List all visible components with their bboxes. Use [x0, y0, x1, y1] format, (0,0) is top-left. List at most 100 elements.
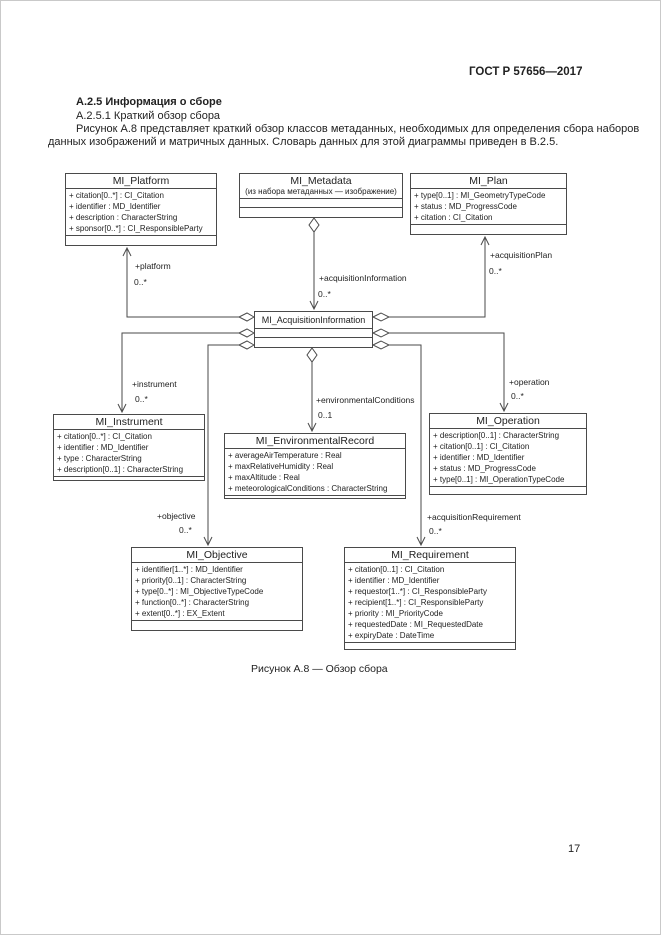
- uml-empty-compartment: [132, 620, 302, 630]
- uml-attribute: + requestor[1..*] : CI_ResponsibleParty: [348, 587, 487, 596]
- aggregation-diamond-icon: [371, 328, 391, 338]
- uml-attribute: + status : MD_ProgressCode: [433, 464, 536, 473]
- uml-attribute: + citation[0..*] : CI_Citation: [57, 432, 152, 441]
- uml-attribute: + priority : MI_PriorityCode: [348, 609, 443, 618]
- uml-attribute: + requestedDate : MI_RequestedDate: [348, 620, 483, 629]
- uml-attribute: + identifier : MD_Identifier: [433, 453, 525, 462]
- open-arrowhead-icon: [309, 300, 319, 311]
- uml-class-title: MI_Platform: [112, 175, 170, 187]
- document-header: ГОСТ Р 57656—2017: [469, 66, 583, 78]
- uml-class-mi-plan: MI_Plan + type[0..1] : MI_GeometryTypeCo…: [410, 173, 567, 235]
- uml-class-mi-requirement: MI_Requirement + citation[0..1] : CI_Cit…: [344, 547, 516, 650]
- edge-mult-platform: 0..*: [134, 277, 147, 287]
- edge-acquisition-information: [308, 217, 320, 311]
- uml-attribute: + averageAirTemperature : Real: [228, 451, 342, 460]
- open-arrowhead-icon: [307, 422, 317, 433]
- page-number: 17: [568, 843, 581, 855]
- paragraph-line: Рисунок А.8 представляет краткий обзор к…: [76, 123, 640, 135]
- edge-role-environmental-conditions: +environmentalConditions: [316, 395, 415, 405]
- uml-class-title-block: MI_Metadata (из набора метаданных — изоб…: [240, 174, 402, 198]
- uml-empty-compartment: [411, 224, 566, 234]
- uml-attributes: + citation[0..*] : CI_Citation + identif…: [66, 188, 216, 235]
- aggregation-diamond-icon: [371, 340, 391, 350]
- uml-class-mi-instrument: MI_Instrument + citation[0..*] : CI_Cita…: [53, 414, 205, 481]
- edge-acquisition-requirement: [371, 340, 426, 547]
- uml-class-title: MI_AcquisitionInformation: [261, 315, 366, 325]
- uml-attribute: + citation[0..*] : CI_Citation: [69, 191, 164, 200]
- uml-empty-compartment: [240, 207, 402, 217]
- edge-role-acquisition-plan: +acquisitionPlan: [490, 250, 553, 260]
- edge-role-objective: +objective: [157, 511, 196, 521]
- edge-mult-operation: 0..*: [511, 391, 524, 401]
- uml-class-mi-metadata: MI_Metadata (из набора метаданных — изоб…: [239, 173, 403, 218]
- subsection-heading: А.2.5.1 Краткий обзор сбора: [76, 110, 221, 122]
- edge-role-platform: +platform: [135, 261, 171, 271]
- uml-attribute: + citation[0..1] : CI_Citation: [433, 442, 530, 451]
- aggregation-diamond-icon: [371, 312, 391, 322]
- uml-attributes: + citation[0..1] : CI_Citation + identif…: [345, 562, 515, 642]
- uml-empty-compartment: [345, 642, 515, 649]
- edge-mult-acquisition-plan: 0..*: [489, 266, 502, 276]
- uml-attribute: + citation : CI_Citation: [414, 213, 493, 222]
- open-arrowhead-icon: [499, 402, 509, 413]
- uml-class-mi-platform: MI_Platform + citation[0..*] : CI_Citati…: [65, 173, 217, 246]
- uml-attribute: + expiryDate : DateTime: [348, 631, 435, 640]
- open-arrowhead-icon: [480, 235, 490, 246]
- uml-attribute: + type[0..*] : MI_ObjectiveTypeCode: [135, 587, 264, 596]
- uml-empty-compartment: [225, 495, 405, 498]
- uml-empty-compartment: [54, 476, 204, 480]
- uml-attributes: + citation[0..*] : CI_Citation + identif…: [54, 429, 204, 476]
- open-arrowhead-icon: [416, 536, 426, 547]
- open-arrowhead-icon: [117, 403, 127, 414]
- uml-attributes: + type[0..1] : MI_GeometryTypeCode + sta…: [411, 188, 566, 224]
- uml-attribute: + type[0..1] : MI_GeometryTypeCode: [414, 191, 546, 200]
- uml-class-title: MI_EnvironmentalRecord: [255, 435, 375, 447]
- uml-attribute: + description : CharacterString: [69, 213, 178, 222]
- edge-objective: [203, 340, 256, 547]
- uml-empty-compartment: [430, 486, 586, 494]
- uml-attribute: + identifier[1..*] : MD_Identifier: [135, 565, 243, 574]
- uml-attribute: + identifier : MD_Identifier: [348, 576, 440, 585]
- uml-class-title: MI_Instrument: [95, 416, 163, 428]
- uml-attribute: + status : MD_ProgressCode: [414, 202, 517, 211]
- edge-role-instrument: +instrument: [132, 379, 177, 389]
- aggregation-diamond-icon: [237, 340, 256, 350]
- open-arrowhead-icon: [203, 536, 213, 547]
- uml-class-mi-acquisition-information: MI_AcquisitionInformation: [254, 311, 373, 348]
- aggregation-diamond-icon: [237, 312, 256, 322]
- edge-mult-environmental-conditions: 0..1: [318, 410, 333, 420]
- aggregation-diamond-icon: [306, 347, 318, 363]
- edge-instrument: [117, 328, 256, 414]
- edge-operation: [371, 328, 509, 413]
- uml-class-subtitle: (из набора метаданных — изображение): [245, 187, 397, 196]
- edge-mult-acquisition-information: 0..*: [318, 289, 331, 299]
- uml-attribute: + meteorologicalConditions : CharacterSt…: [228, 484, 388, 493]
- edge-mult-objective: 0..*: [179, 525, 192, 535]
- edge-mult-acquisition-requirement: 0..*: [429, 526, 442, 536]
- uml-class-mi-operation: MI_Operation + description[0..1] : Chara…: [429, 413, 587, 495]
- edge-role-acquisition-information: +acquisitionInformation: [319, 273, 407, 283]
- uml-empty-compartment: [255, 337, 372, 347]
- uml-class-title: MI_Operation: [476, 415, 540, 427]
- uml-attribute: + function[0..*] : CharacterString: [135, 598, 250, 607]
- uml-attributes: + averageAirTemperature : Real + maxRela…: [225, 448, 405, 495]
- uml-empty-compartment: [255, 328, 372, 337]
- aggregation-diamond-icon: [237, 328, 256, 338]
- uml-attribute: + description[0..1] : CharacterString: [57, 465, 184, 474]
- uml-attribute: + priority[0..1] : CharacterString: [135, 576, 247, 585]
- uml-class-title: MI_Requirement: [391, 549, 469, 561]
- edge-mult-instrument: 0..*: [135, 394, 148, 404]
- edge-role-acquisition-requirement: +acquisitionRequirement: [427, 512, 521, 522]
- uml-class-title: MI_Plan: [469, 175, 508, 187]
- edge-platform: [122, 246, 256, 322]
- uml-attributes: + description[0..1] : CharacterString + …: [430, 428, 586, 486]
- aggregation-diamond-icon: [308, 217, 320, 233]
- uml-attribute: + identifier : MD_Identifier: [69, 202, 161, 211]
- uml-class-mi-objective: MI_Objective + identifier[1..*] : MD_Ide…: [131, 547, 303, 631]
- uml-class-mi-environmental-record: MI_EnvironmentalRecord + averageAirTempe…: [224, 433, 406, 499]
- paragraph-line: данных изображений и матричных данных. С…: [48, 136, 559, 148]
- uml-attribute: + description[0..1] : CharacterString: [433, 431, 560, 440]
- edge-role-operation: +operation: [509, 377, 550, 387]
- uml-class-title: MI_Metadata: [290, 175, 352, 187]
